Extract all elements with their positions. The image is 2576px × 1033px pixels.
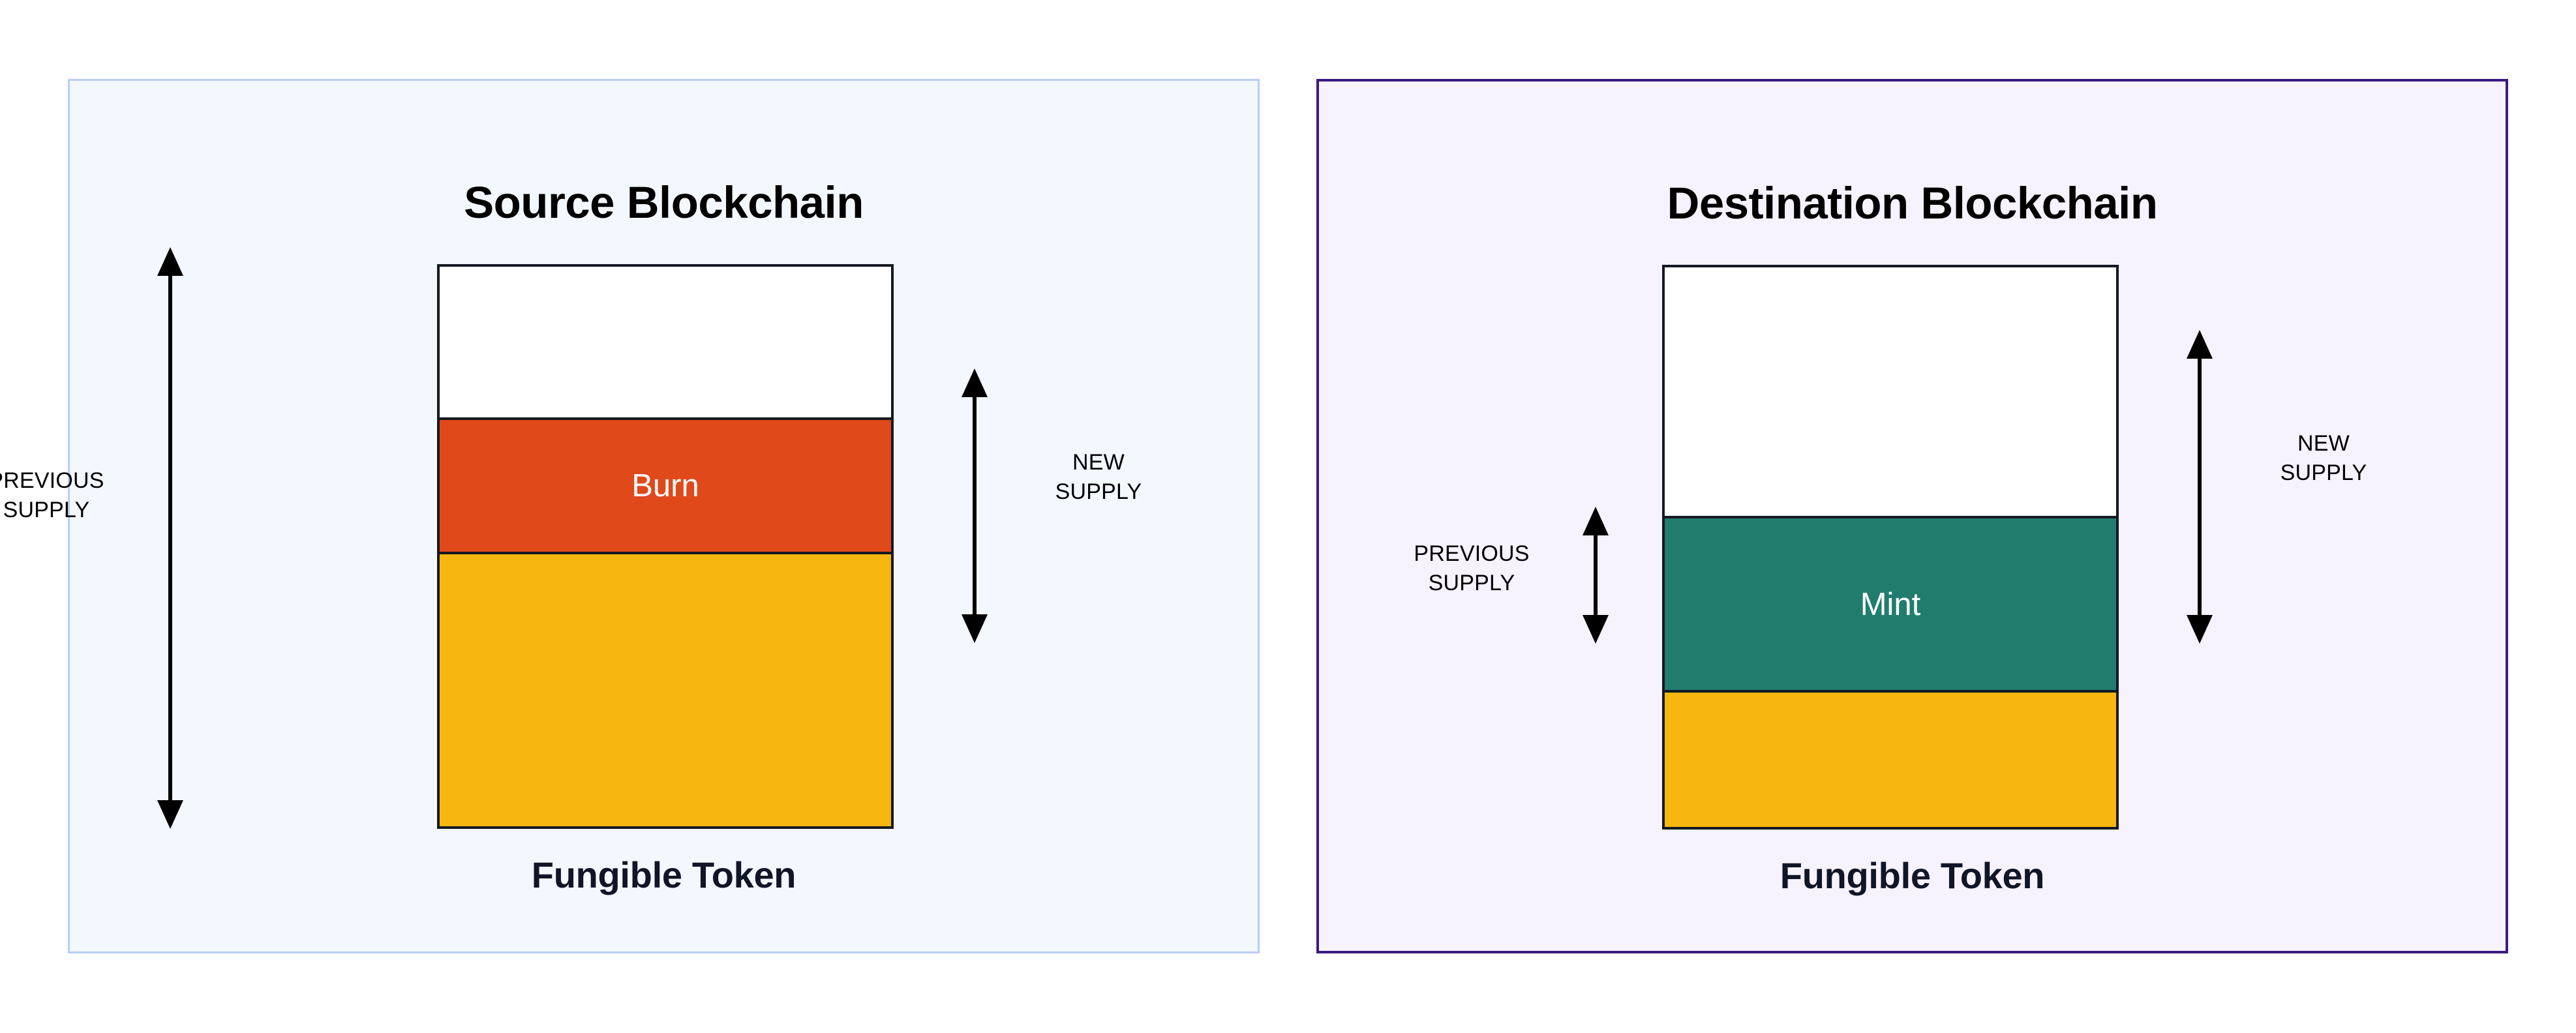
source-new-supply-measure: NEW SUPPLY (962, 368, 1142, 643)
burn-segment-label: Burn (631, 468, 699, 503)
source-token-supply-stack: Burn (437, 264, 894, 829)
destination-headroom-segment (1665, 267, 2116, 516)
destination-new-supply-label: NEW SUPPLY (2280, 431, 2367, 485)
source-headroom-segment (440, 267, 891, 417)
double-headed-arrow-icon (157, 247, 183, 829)
destination-mint-segment: Mint (1665, 516, 2116, 693)
destination-previous-supply-label: PREVIOUS SUPPLY (1414, 541, 1530, 595)
destination-existing-supply-segment (1665, 693, 2116, 827)
double-headed-arrow-icon (2187, 330, 2213, 644)
double-headed-arrow-icon (1583, 507, 1609, 644)
source-previous-supply-measure: PREVIOUS SUPPLY (0, 247, 183, 829)
source-panel-title: Source Blockchain (464, 177, 864, 228)
double-headed-arrow-icon (962, 368, 988, 643)
source-previous-supply-label: PREVIOUS SUPPLY (0, 468, 104, 522)
destination-panel-caption: Fungible Token (1780, 855, 2045, 896)
source-blockchain-panel: Source Blockchain Burn PREVIOUS SUPPLY (0, 79, 1260, 953)
source-new-supply-label: NEW SUPPLY (1055, 450, 1142, 504)
destination-new-supply-measure: NEW SUPPLY (2187, 330, 2367, 644)
source-panel-caption: Fungible Token (531, 854, 796, 895)
destination-panel-title: Destination Blockchain (1667, 178, 2158, 229)
source-existing-supply-segment (440, 554, 891, 826)
destination-previous-supply-measure: PREVIOUS SUPPLY (1414, 507, 1609, 644)
source-burn-segment: Burn (440, 417, 891, 554)
mint-segment-label: Mint (1860, 586, 1921, 622)
destination-blockchain-panel: Destination Blockchain Mint PREVIOUS SUP… (1316, 79, 2508, 953)
destination-token-supply-stack: Mint (1662, 265, 2119, 830)
